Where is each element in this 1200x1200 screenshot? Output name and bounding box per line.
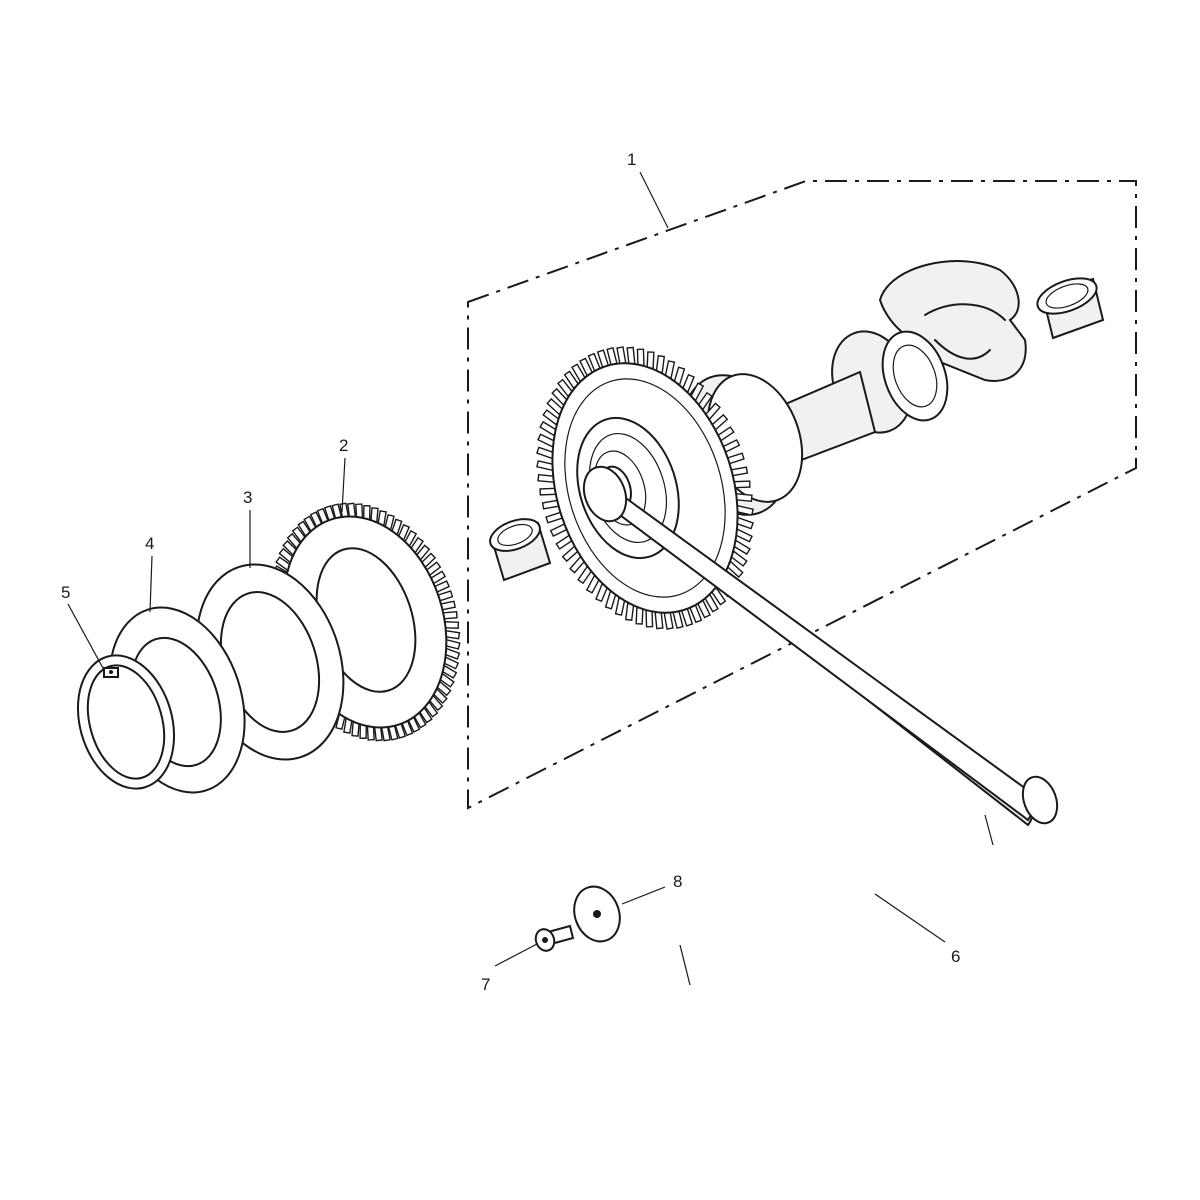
flat-washer bbox=[573, 885, 621, 943]
gear-tooth bbox=[636, 348, 645, 367]
gear-tooth bbox=[654, 611, 664, 630]
gear-tooth bbox=[616, 346, 627, 365]
assembly-boundary bbox=[467, 180, 1137, 810]
leader-6 bbox=[874, 893, 946, 943]
leader-2 bbox=[341, 457, 346, 513]
leader-5 bbox=[67, 603, 105, 671]
gear-tooth bbox=[732, 480, 751, 489]
left-bushing bbox=[489, 518, 552, 582]
leader-4 bbox=[149, 555, 153, 613]
leader-7 bbox=[494, 943, 538, 967]
axle-shaft bbox=[582, 465, 1059, 986]
gear-tooth bbox=[734, 492, 753, 503]
gear-tooth bbox=[655, 355, 666, 374]
leader-lines bbox=[67, 171, 946, 967]
callout-4: 4 bbox=[145, 534, 154, 553]
gear-tooth bbox=[663, 611, 674, 630]
gear-tooth bbox=[537, 473, 556, 484]
retaining-circlip bbox=[76, 654, 176, 790]
callout-5: 5 bbox=[61, 583, 70, 602]
leader-8 bbox=[621, 886, 666, 905]
gear-tooth bbox=[635, 607, 644, 625]
gear-tooth bbox=[624, 602, 635, 621]
screw bbox=[534, 924, 575, 952]
callout-8: 8 bbox=[673, 872, 682, 891]
gear-tooth bbox=[645, 609, 654, 628]
callout-2: 2 bbox=[339, 436, 348, 455]
gear-tooth bbox=[626, 346, 636, 365]
gear-shaft-assembly bbox=[489, 260, 1105, 630]
leader-1 bbox=[639, 171, 669, 229]
right-bushing bbox=[1036, 277, 1105, 340]
callout-6: 6 bbox=[951, 947, 960, 966]
gear-tooth bbox=[536, 460, 555, 472]
gear-tooth bbox=[606, 347, 618, 366]
gear-tooth bbox=[539, 487, 558, 496]
gear-tooth bbox=[672, 610, 684, 629]
callout-1: 1 bbox=[627, 150, 636, 169]
callout-3: 3 bbox=[243, 488, 252, 507]
callout-7: 7 bbox=[481, 975, 490, 994]
gear-tooth bbox=[646, 351, 655, 369]
